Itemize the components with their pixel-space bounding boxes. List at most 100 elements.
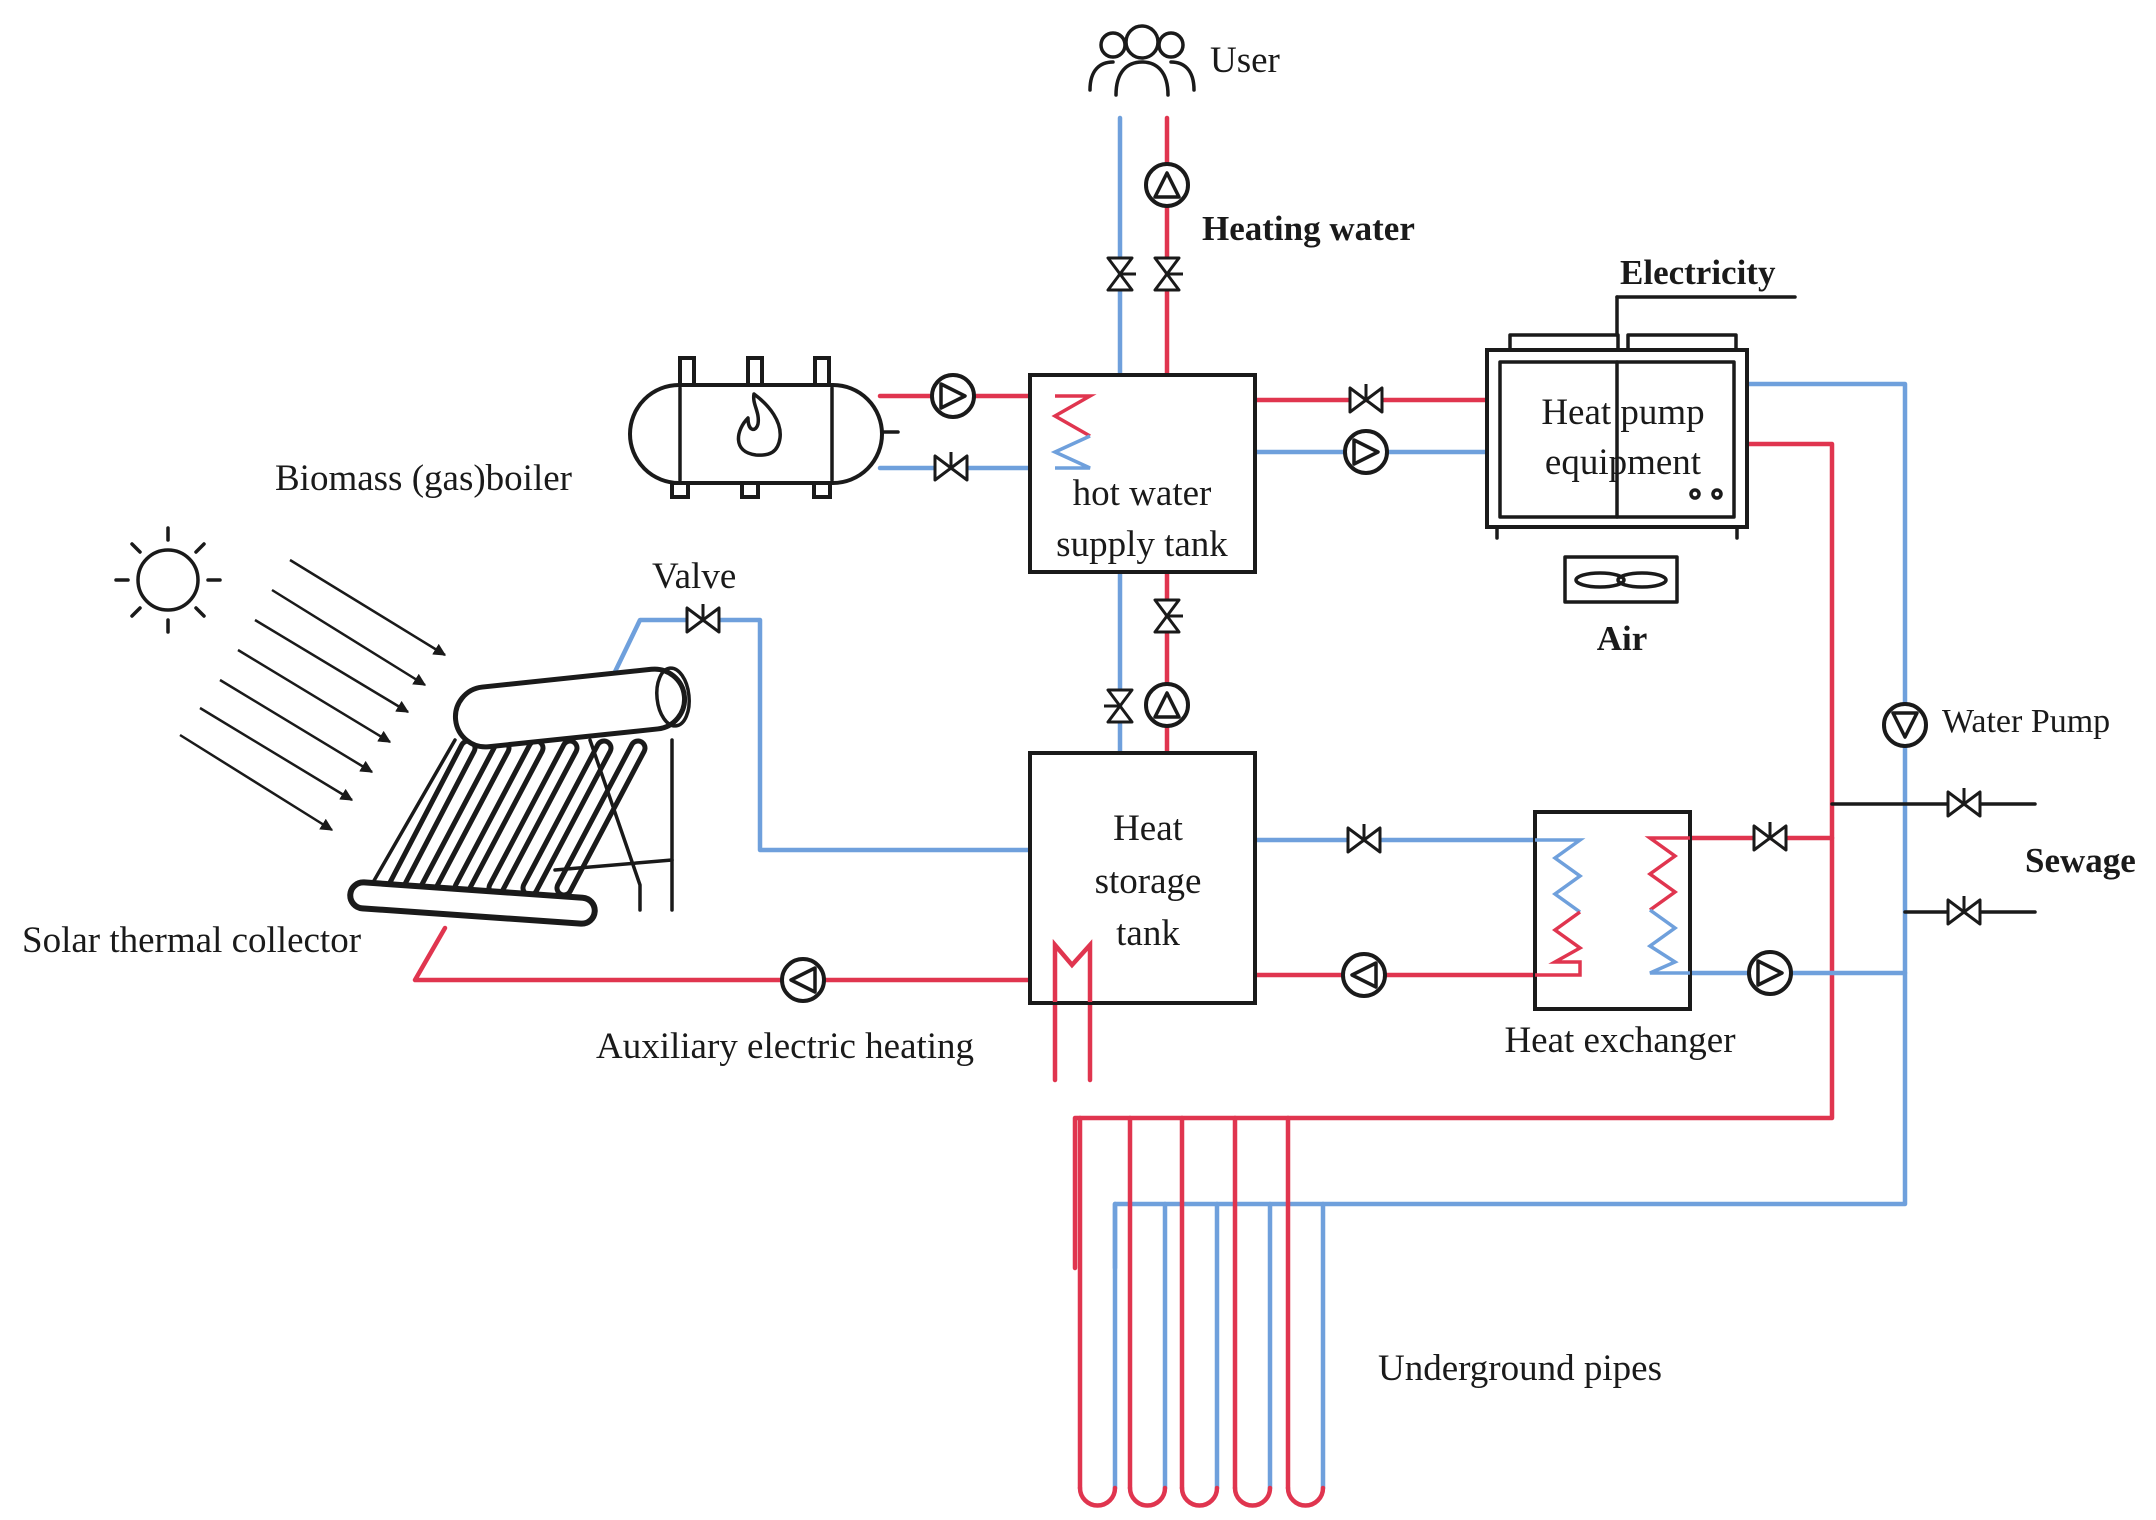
pipe-solar-hot [412, 925, 1033, 983]
collector-tube-core-2 [423, 743, 507, 893]
sun-disc [136, 548, 200, 612]
hx-coil-right-hot [1644, 836, 1690, 912]
pipe-network [412, 115, 1908, 1271]
hot-water-supply-tank [1028, 373, 1257, 574]
radiation-arrow [237, 648, 392, 744]
u-tube-bottom-4 [1232, 1485, 1273, 1508]
pump-storage [1144, 682, 1190, 728]
valve-user-supply [1153, 256, 1183, 292]
collector-frame-brace [553, 858, 674, 872]
valve-solar [685, 604, 721, 634]
valve-heat-pump-supply [1348, 384, 1384, 414]
u-tube-bottom-5 [1285, 1485, 1326, 1508]
air-fan-blade-right [1616, 571, 1668, 589]
pump-heat-exchanger [1341, 952, 1387, 998]
label-heat-storage-line1: Heat [1113, 808, 1184, 849]
radiation-arrow [254, 618, 410, 714]
biomass-boiler [628, 356, 900, 499]
radiation-arrow [179, 733, 334, 832]
collector-frame-support [588, 738, 642, 912]
radiation-arrow [199, 706, 354, 802]
sewage-lines [1830, 802, 2037, 914]
collector-bottom-manifold [347, 879, 598, 927]
valve-user-return [1106, 256, 1136, 292]
u-tube-bottom-3 [1179, 1485, 1220, 1508]
label-heat-pump-line2: equipment [1545, 442, 1702, 483]
valve-sewage-top [1946, 788, 1982, 818]
label-aux-heating: Auxiliary electric heating [596, 1026, 974, 1067]
solar-radiation-arrows [179, 558, 447, 832]
boiler-nozzle-2 [746, 356, 764, 388]
pump-water [1882, 702, 1928, 748]
sun-ray-se [194, 606, 206, 618]
label-heat-pump-line1: Heat pump [1541, 392, 1704, 433]
label-air: Air [1597, 619, 1648, 658]
pipe-solar-cold [609, 617, 1033, 853]
label-water-pump: Water Pump [1942, 703, 2110, 740]
boiler-leg-3 [812, 481, 832, 499]
valve-boiler-return [933, 452, 969, 482]
user-body-front [1114, 60, 1170, 97]
user-body-back-left [1088, 60, 1115, 92]
label-user: User [1210, 40, 1280, 81]
label-heating-water: Heating water [1202, 209, 1415, 248]
underground-u-tubes [1077, 1115, 1326, 1508]
pump-heat-pump-return [1343, 429, 1389, 475]
collector-tube-core-6 [559, 743, 643, 893]
sun-ray-nw [130, 542, 142, 554]
label-valve: Valve [652, 556, 736, 597]
label-hot-water-tank-line2: supply tank [1056, 524, 1228, 565]
diagram-labels: User Heating water Electricity Biomass (… [22, 40, 2136, 1389]
collector-frame-side [358, 738, 457, 907]
hx-coil-left-hot [1535, 910, 1584, 977]
valves [685, 256, 1982, 926]
collector-tube-core-4 [491, 743, 575, 893]
hx-coil-right-cold [1646, 908, 1690, 975]
pump-solar [780, 957, 826, 1003]
label-heat-storage-line2: storage [1095, 861, 1202, 902]
collector-header-tank-end [655, 666, 691, 728]
collector-tube-core-5 [525, 743, 609, 893]
radiation-arrow [289, 558, 447, 657]
label-hot-water-tank-line1: hot water [1073, 473, 1212, 514]
heat-exchanger-unit [1533, 810, 1692, 1011]
sun-ray-sw [130, 606, 142, 618]
pump-heating-water [1144, 162, 1190, 208]
collector-tubes [385, 738, 648, 898]
label-heat-exchanger: Heat exchanger [1504, 1020, 1735, 1061]
valve-tanks-hot [1153, 598, 1183, 634]
collector-tube-core-3 [457, 743, 541, 893]
label-sewage: Sewage [2025, 841, 2136, 880]
boiler-body [628, 383, 884, 485]
valve-hx-sewage [1752, 822, 1788, 852]
pipe-heatpump-hot-loop [1072, 441, 1835, 1271]
heat-pump-equipment [1485, 295, 1797, 604]
boiler-leg-1 [670, 481, 690, 499]
label-heat-storage-line3: tank [1116, 913, 1180, 954]
solar-thermal-collector [347, 666, 691, 927]
user-head-front [1124, 24, 1160, 60]
sun-icon [114, 526, 222, 634]
pump-sewage [1747, 950, 1793, 996]
heat-pump-indicator-1 [1689, 488, 1701, 500]
hx-coil-left-cold [1535, 838, 1586, 914]
pumps [780, 162, 1928, 1003]
flame-icon [736, 392, 782, 457]
radiation-arrow [219, 678, 374, 774]
valve-storage-hx [1346, 824, 1382, 854]
user-body-back-right [1169, 60, 1196, 92]
u-tube-bottom-1 [1077, 1485, 1118, 1508]
collector-header-tank [452, 666, 688, 750]
heat-pump-indicator-2 [1711, 488, 1723, 500]
pump-boiler [930, 373, 976, 419]
valve-sewage-bottom [1946, 896, 1982, 926]
label-solar-collector: Solar thermal collector [22, 920, 361, 961]
boiler-nozzle-3 [813, 356, 831, 388]
hot-water-tank-coil-cold [1050, 434, 1091, 470]
valve-tanks-cold [1104, 688, 1134, 724]
sun-ray-ne [194, 542, 206, 554]
users-icon [1088, 24, 1196, 97]
boiler-leg-2 [740, 481, 760, 499]
heat-storage-tank [1028, 751, 1257, 1005]
